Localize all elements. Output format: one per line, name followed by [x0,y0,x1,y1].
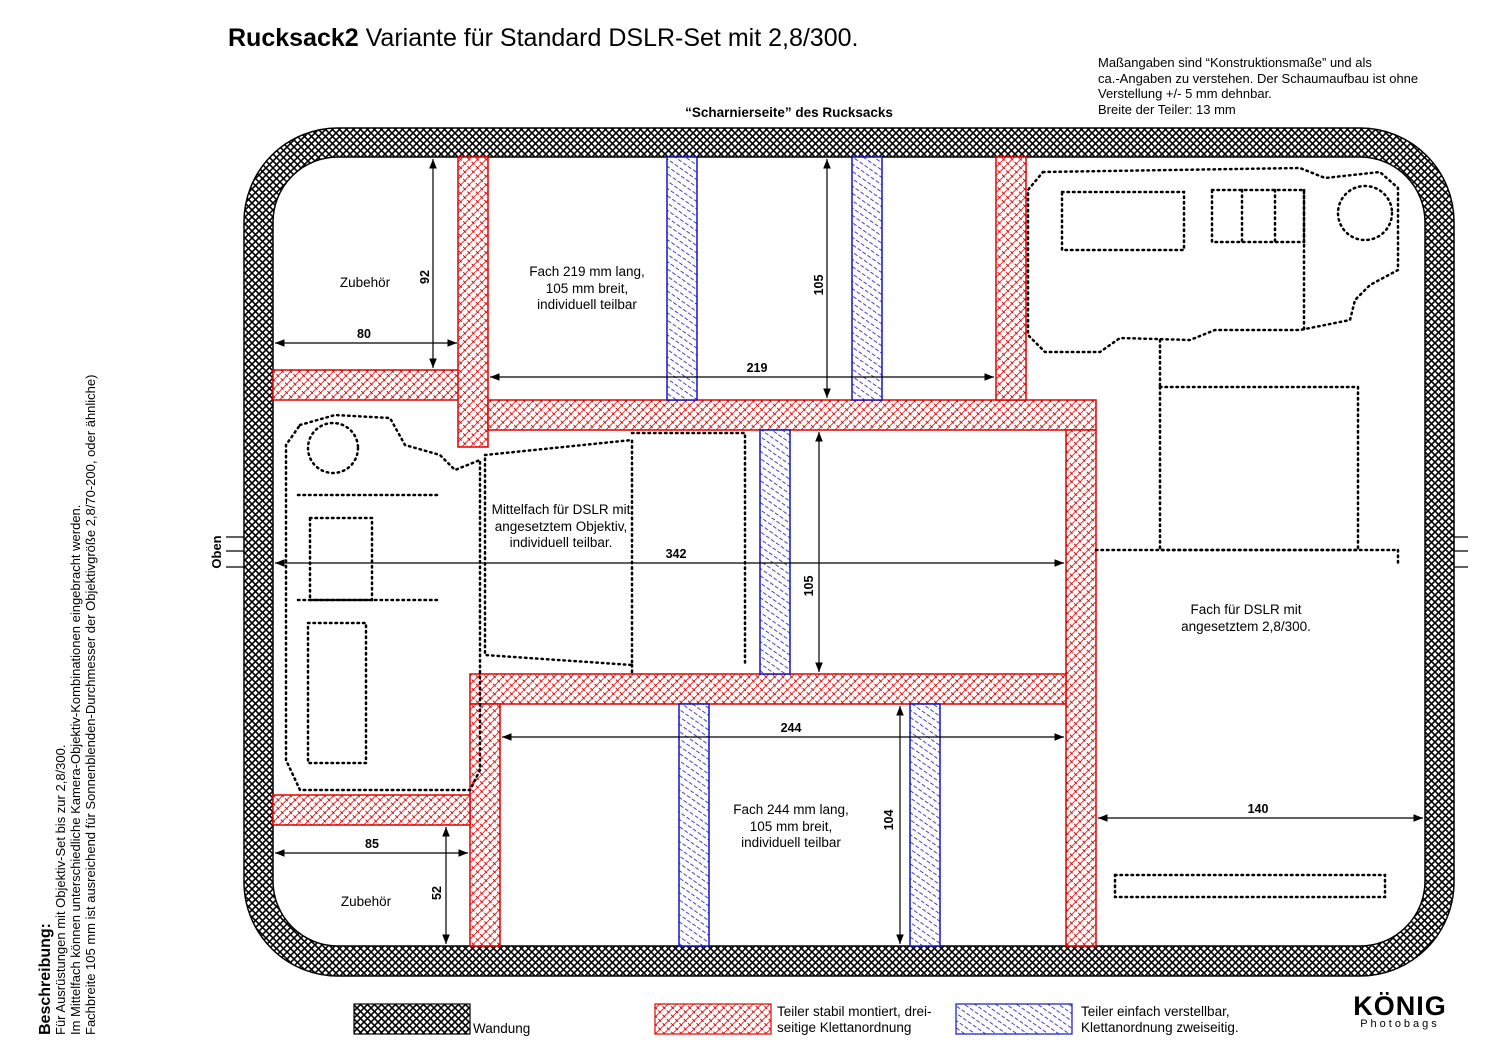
fixed-divider [272,369,460,401]
camera-body-detail [306,621,368,765]
adjustable-divider [678,703,710,947]
fixed-divider [487,399,1097,431]
dim-52: 52 [430,886,444,900]
legend-adjustable-label-2: Klettanordnung zweiseitig. [1081,1020,1239,1035]
dim-342: 342 [666,547,687,561]
label-bottom-fach-1: Fach 244 mm lang, [733,802,849,817]
dim-105-mid: 105 [802,576,816,597]
title-bold: Rucksack2 [228,24,359,52]
legend-adjustable-label-1: Teiler einfach verstellbar, [1081,1004,1230,1019]
fixed-divider [457,156,489,448]
label-middle-1: Mittelfach für DSLR mit [492,502,631,517]
brand-logo: KÖNIG Photobags [1346,991,1454,1030]
lens-outline-right [1094,338,1400,567]
label-top-fach-2: 105 mm breit, [546,281,629,296]
legend-swatch-wall [353,1003,471,1035]
camera-body-detail [1210,188,1306,244]
side-marks-right [1454,536,1468,568]
fixed-divider [469,703,501,947]
dim-80: 80 [357,327,371,341]
camera-dial-detail [1336,184,1394,242]
label-right-2: angesetztem 2,8/300. [1181,619,1311,634]
camera-body-detail [1240,188,1306,332]
camera-dial-detail [306,421,360,475]
note-line: Maßangaben sind “Konstruktionsmaße” und … [1098,55,1372,70]
dim-105-top: 105 [812,275,826,296]
label-bottom-fach-2: 105 mm breit, [750,819,833,834]
side-marks-left [226,536,244,568]
camera-outline-right [1026,166,1400,354]
dimension-note: Maßangaben sind “Konstruktionsmaße” und … [1098,55,1478,117]
camera-body-detail [296,493,442,602]
lens-outline-middle [483,438,634,667]
dim-85: 85 [365,837,379,851]
camera-body-detail [1060,190,1186,252]
fixed-divider [469,673,1067,705]
label-right-1: Fach für DSLR mit [1190,602,1301,617]
label-top-fach-3: individuell teilbar [537,297,637,312]
legend-wall-label: Wandung [473,1021,530,1036]
brand-name: KÖNIG [1353,991,1447,1021]
label-accessory-bottom: Zubehör [341,894,392,909]
note-line: Breite der Teiler: 13 mm [1098,101,1236,117]
brand-sub: Photobags [1360,1018,1440,1030]
fixed-divider [1065,429,1097,947]
label-middle-2: angesetztem Objektiv, [495,519,628,534]
label-accessory-top: Zubehör [340,275,391,290]
dim-244: 244 [781,721,802,735]
dim-219: 219 [747,361,768,375]
adjustable-divider [909,703,941,947]
adjustable-divider [666,156,698,401]
hinge-side-label: “Scharnierseite” des Rucksacks [685,105,893,120]
page-title: Rucksack2 Variante für Standard DSLR-Set… [228,24,858,53]
legend-fixed-label-2: seitige Klettanordnung [777,1020,911,1035]
label-middle-3: individuell teilbar. [510,535,613,550]
legend-swatch-fixed [654,1003,772,1035]
legend-fixed-label-1: Teiler stabil montiert, drei- [777,1004,932,1019]
adjustable-divider [851,156,883,401]
camera-outline-left [284,413,482,792]
top-side-label: Oben [209,535,224,568]
note-line: ca.-Angaben zu verstehen. Der Schaumaufb… [1098,70,1419,86]
lens-outline-right [1113,873,1387,899]
case-wall [243,127,1455,977]
note-line: Verstellung +/- 5 mm dehnbar. [1098,86,1272,101]
lens-outline-right [1158,385,1360,552]
dim-92: 92 [418,270,432,284]
legend-swatch-adjustable [955,1003,1073,1035]
title-rest: Variante für Standard DSLR-Set mit 2,8/3… [358,24,859,52]
fixed-divider [995,156,1027,401]
lens-outline-middle [630,431,747,676]
adjustable-divider [759,429,791,675]
label-top-fach-1: Fach 219 mm lang, [529,264,645,279]
label-bottom-fach-3: individuell teilbar [741,835,841,850]
camera-body-detail [308,516,374,602]
fixed-divider [272,794,471,826]
dim-104: 104 [882,810,896,831]
dim-140: 140 [1248,802,1269,816]
